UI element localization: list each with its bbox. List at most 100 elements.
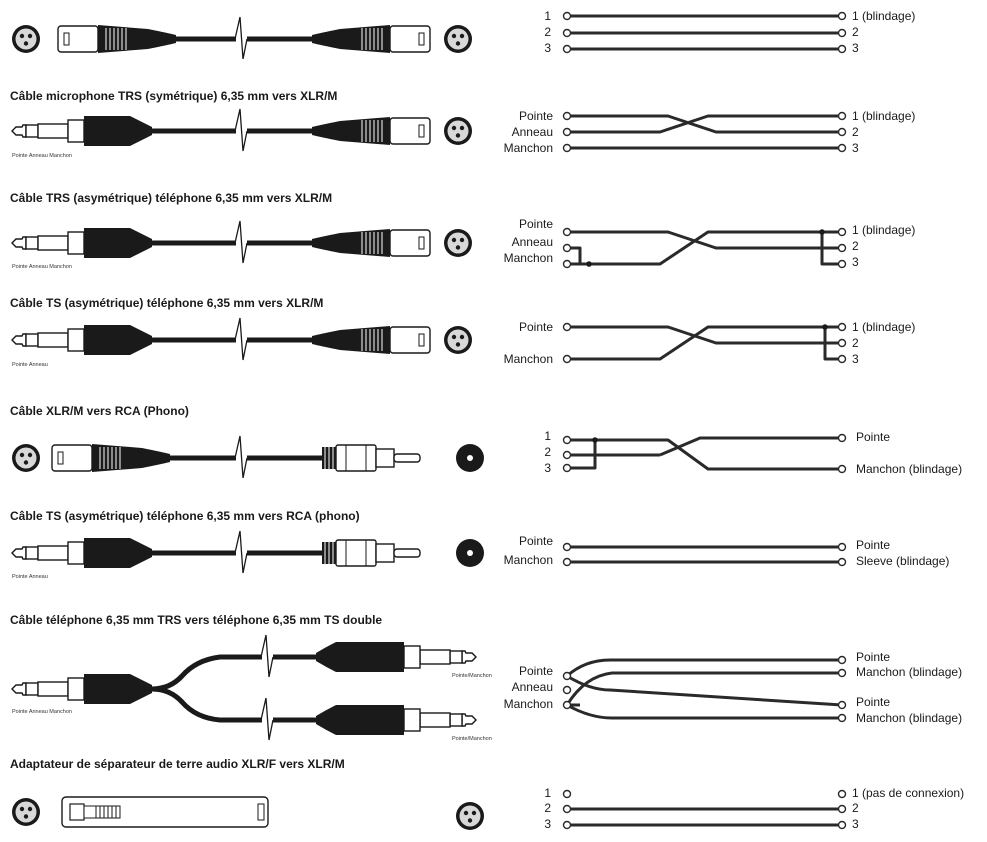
left-pin-label: 1 bbox=[544, 786, 551, 800]
right-pin-label: 1 (blindage) bbox=[852, 320, 915, 334]
terminal bbox=[837, 820, 847, 830]
left-pin-label: 1 bbox=[544, 9, 551, 23]
wire bbox=[567, 438, 842, 471]
right-pin-label: Manchon (blindage) bbox=[856, 462, 962, 476]
ground-lift-adapter-icon bbox=[61, 796, 269, 828]
xlr-female-face-icon bbox=[12, 798, 40, 826]
xlr-male-connector-icon bbox=[311, 24, 431, 54]
right-pin-label: 3 bbox=[852, 141, 859, 155]
trs-plug-icon bbox=[11, 673, 153, 705]
left-pin-label: Anneau bbox=[512, 125, 553, 139]
rca-face-icon bbox=[456, 444, 484, 472]
wire bbox=[567, 325, 842, 345]
terminal bbox=[562, 259, 572, 269]
right-pin-label: 3 bbox=[852, 255, 859, 269]
plug-caption: Pointe Anneau Manchon bbox=[12, 153, 72, 159]
right-pin-label: 1 (blindage) bbox=[852, 9, 915, 23]
wire bbox=[567, 230, 842, 266]
terminal bbox=[562, 435, 572, 445]
left-pin-label: 3 bbox=[544, 817, 551, 831]
cable-break-icon bbox=[234, 108, 248, 152]
terminal bbox=[562, 820, 572, 830]
left-pin-label: Anneau bbox=[512, 680, 553, 694]
xlr-female-face-icon bbox=[12, 25, 40, 53]
terminal bbox=[837, 243, 847, 253]
terminal bbox=[562, 463, 572, 473]
wire bbox=[566, 703, 842, 720]
terminal bbox=[837, 700, 847, 710]
section-xlr-m-to-rca: Câble XLR/M vers RCA (Phono) 1 2 3 Point… bbox=[10, 404, 962, 479]
terminal bbox=[562, 127, 572, 137]
left-pin-label: Anneau bbox=[512, 235, 553, 249]
terminal bbox=[837, 464, 847, 474]
right-pin-label: 1 (pas de connexion) bbox=[852, 786, 964, 800]
right-pin-label: 3 bbox=[852, 817, 859, 831]
section-title: Câble microphone TRS (symétrique) 6,35 m… bbox=[10, 89, 337, 103]
terminal bbox=[562, 111, 572, 121]
wire bbox=[823, 327, 842, 361]
left-pin-label: Manchon bbox=[504, 141, 553, 155]
section-xlr-f-to-xlr-m: 1 2 3 1 (blindage) 2 3 bbox=[12, 9, 915, 60]
right-pin-label: Pointe bbox=[856, 650, 890, 664]
left-pin-label: Pointe bbox=[519, 109, 553, 123]
section-trs-bal-to-xlr-m: Câble microphone TRS (symétrique) 6,35 m… bbox=[10, 89, 915, 159]
left-pin-label: Pointe bbox=[519, 534, 553, 548]
section-title: Câble TS (asymétrique) téléphone 6,35 mm… bbox=[10, 296, 323, 310]
plug-caption: Pointe Anneau Manchon bbox=[12, 264, 72, 270]
right-pin-label: Manchon (blindage) bbox=[856, 711, 962, 725]
xlr-male-connector-icon bbox=[311, 228, 431, 258]
terminal bbox=[837, 127, 847, 137]
plug-caption: Pointe Anneau bbox=[12, 362, 48, 368]
xlr-male-connector-icon bbox=[51, 443, 171, 473]
xlr-male-connector-icon bbox=[311, 116, 431, 146]
terminal bbox=[562, 789, 572, 799]
right-pin-label: 2 bbox=[852, 239, 859, 253]
branch-caption: Pointe/Manchon bbox=[452, 736, 492, 742]
left-pin-label: Manchon bbox=[504, 251, 553, 265]
junction-dot bbox=[819, 229, 825, 235]
terminal bbox=[562, 44, 572, 54]
terminal bbox=[562, 11, 572, 21]
rca-plug-icon bbox=[321, 539, 421, 567]
terminal bbox=[837, 143, 847, 153]
wire bbox=[820, 232, 842, 266]
cable-break-icon bbox=[260, 697, 274, 741]
section-ts-to-rca: Câble TS (asymétrique) téléphone 6,35 mm… bbox=[10, 509, 949, 580]
terminal bbox=[837, 542, 847, 552]
terminal bbox=[562, 143, 572, 153]
terminal bbox=[562, 354, 572, 364]
cable-break-icon bbox=[234, 16, 248, 60]
terminal bbox=[562, 542, 572, 552]
section-title: Adaptateur de séparateur de terre audio … bbox=[10, 757, 345, 771]
left-pin-label: 3 bbox=[544, 41, 551, 55]
right-pin-label: Sleeve (blindage) bbox=[856, 554, 949, 568]
xlr-male-face-icon bbox=[444, 229, 472, 257]
cable-break-icon bbox=[234, 317, 248, 361]
ts-plug-icon bbox=[315, 641, 477, 673]
terminal bbox=[562, 28, 572, 38]
wire bbox=[565, 671, 842, 706]
junction-dot bbox=[586, 261, 592, 267]
terminal bbox=[562, 322, 572, 332]
right-pin-label: Pointe bbox=[856, 695, 890, 709]
terminal bbox=[837, 259, 847, 269]
left-pin-label: 2 bbox=[544, 445, 551, 459]
wire bbox=[659, 436, 842, 457]
xlr-male-face-icon bbox=[456, 802, 484, 830]
terminal bbox=[562, 685, 572, 695]
right-pin-label: 2 bbox=[852, 336, 859, 350]
wire bbox=[567, 325, 842, 361]
right-pin-label: 2 bbox=[852, 25, 859, 39]
left-pin-label: 2 bbox=[544, 801, 551, 815]
wire bbox=[567, 246, 582, 264]
wire bbox=[567, 114, 842, 134]
junction-dot bbox=[822, 324, 828, 330]
xlr-male-face-icon bbox=[12, 444, 40, 472]
terminal bbox=[837, 111, 847, 121]
terminal bbox=[837, 789, 847, 799]
terminal bbox=[837, 322, 847, 332]
left-pin-label: Manchon bbox=[504, 352, 553, 366]
xlr-male-face-icon bbox=[444, 25, 472, 53]
ts-plug-icon bbox=[11, 537, 153, 569]
